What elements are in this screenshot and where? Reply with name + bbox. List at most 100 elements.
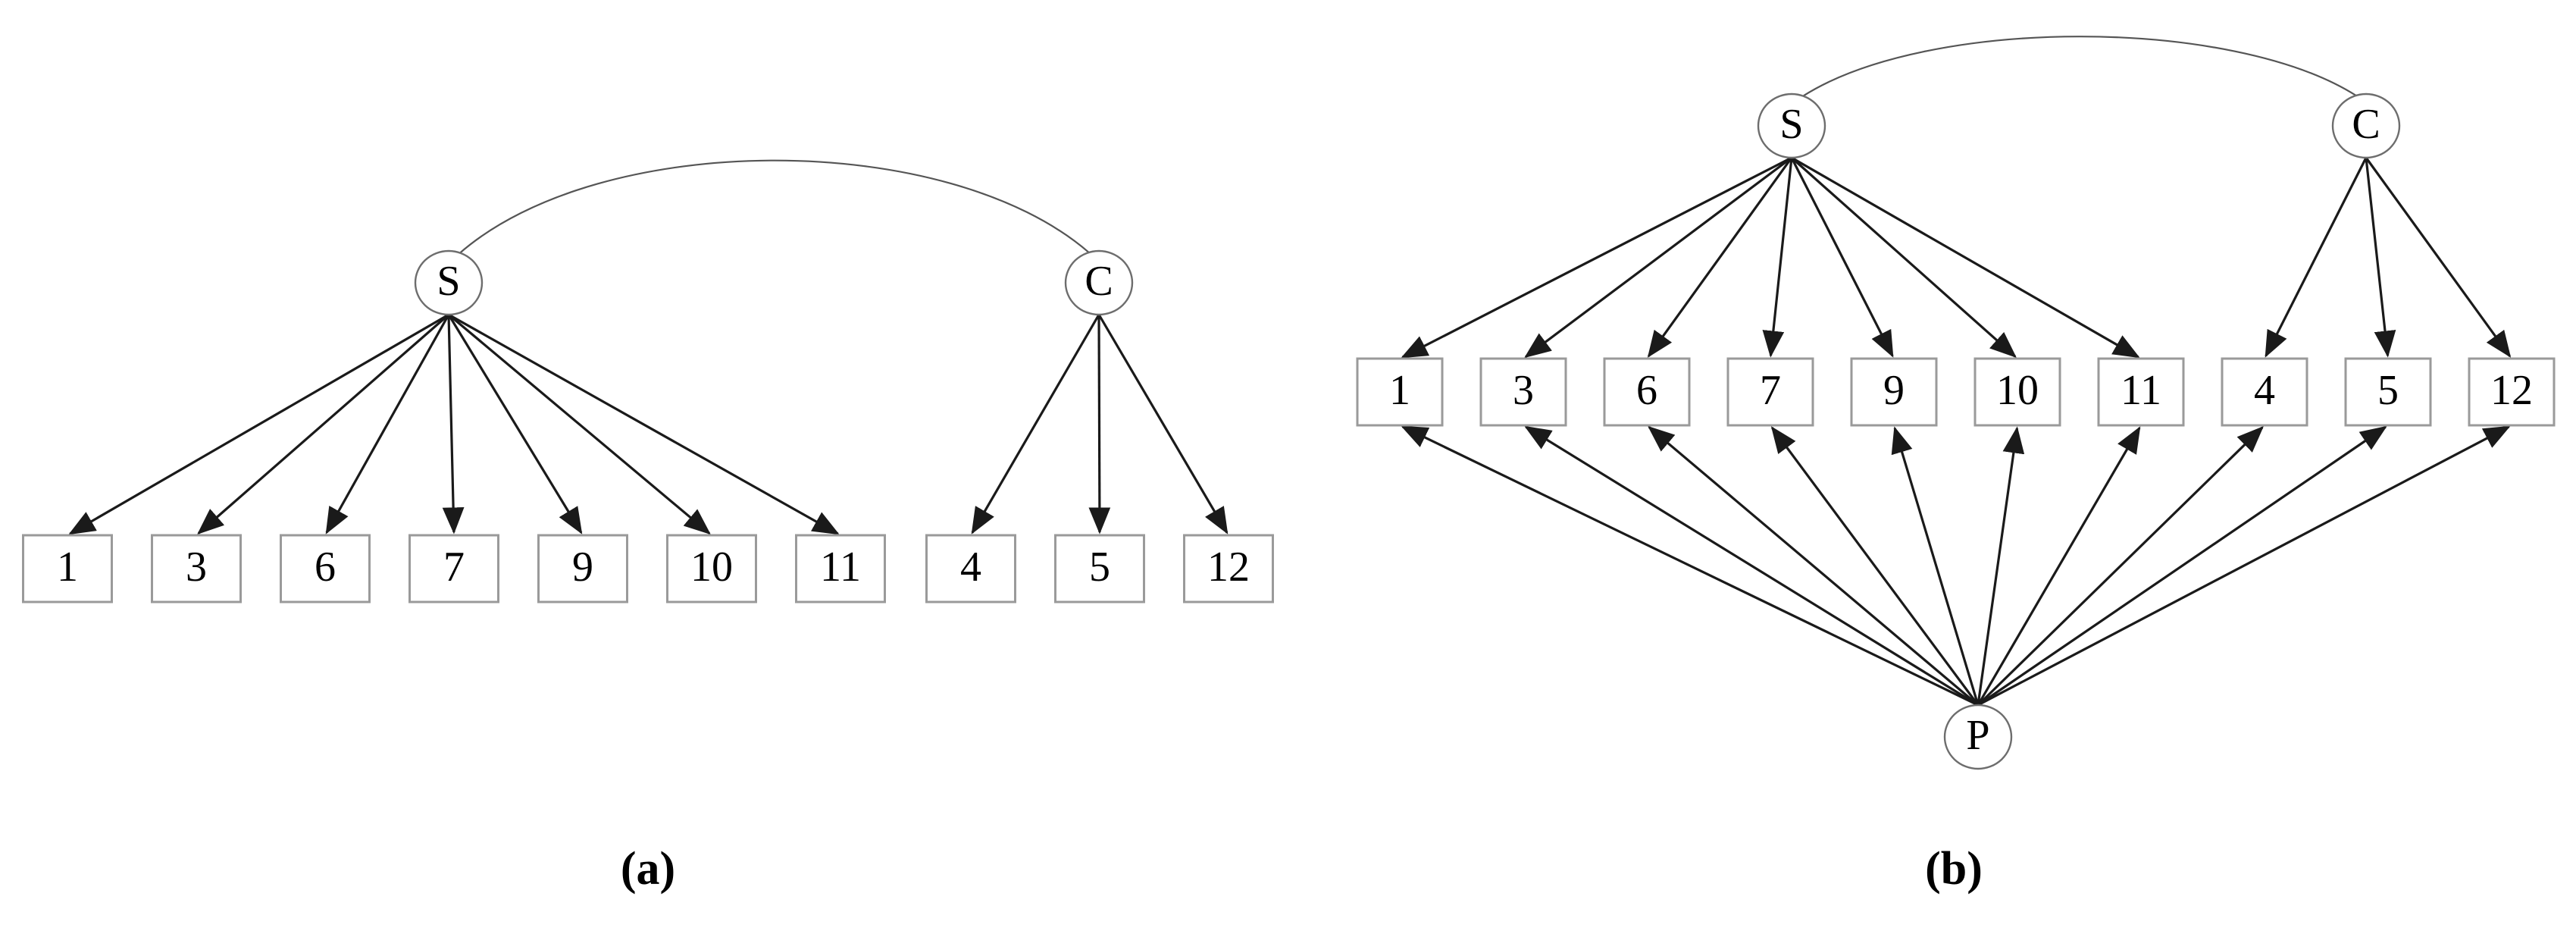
edge-P-to-7 bbox=[1770, 426, 1980, 706]
edge-S-to-3 bbox=[197, 313, 450, 535]
edge-P-to-4 bbox=[1977, 426, 2264, 707]
ellipse-outline-S bbox=[1757, 92, 1826, 159]
ellipse-label-S: S bbox=[1779, 101, 1803, 148]
box-node-5[interactable]: 5 bbox=[1054, 534, 1145, 603]
edge-P-to-10 bbox=[1977, 426, 2025, 706]
box-node-12[interactable]: 12 bbox=[2468, 357, 2556, 427]
box-label-12: 12 bbox=[2490, 367, 2533, 414]
box-node-7[interactable]: 7 bbox=[408, 534, 499, 603]
edge-P-to-12 bbox=[1977, 425, 2511, 707]
box-label-1: 1 bbox=[1389, 367, 1410, 414]
box-node-10[interactable]: 10 bbox=[1973, 357, 2061, 427]
box-label-6: 6 bbox=[1636, 367, 1657, 414]
panel-b: 1 3 6 7 9 10 11 4 5 12 S C P (b) bbox=[1356, 36, 2556, 895]
box-node-11[interactable]: 11 bbox=[2097, 357, 2185, 427]
box-outline-4 bbox=[925, 534, 1016, 603]
box-node-4[interactable]: 4 bbox=[925, 534, 1016, 603]
box-node-9[interactable]: 9 bbox=[537, 534, 628, 603]
box-outline-3 bbox=[151, 534, 242, 603]
edge-S-to-7 bbox=[1762, 157, 1793, 358]
box-outline-1 bbox=[1356, 357, 1444, 427]
box-outline-7 bbox=[1726, 357, 1814, 427]
box-node-10[interactable]: 10 bbox=[666, 534, 757, 603]
box-label-4: 4 bbox=[960, 544, 981, 591]
edge-C-to-4 bbox=[971, 314, 1100, 534]
box-label-11: 11 bbox=[2121, 367, 2161, 414]
box-outline-10 bbox=[666, 534, 757, 603]
ellipse-outline-P bbox=[1943, 704, 2013, 770]
box-label-10: 10 bbox=[1996, 367, 2039, 414]
box-outline-9 bbox=[1850, 357, 1938, 427]
edge-S-to-3 bbox=[1524, 156, 1792, 359]
box-node-4[interactable]: 4 bbox=[2221, 357, 2308, 427]
edge-P-to-5 bbox=[1977, 425, 2387, 707]
ellipse-outline-C bbox=[2331, 92, 2401, 159]
box-label-9: 9 bbox=[572, 544, 593, 591]
box-outline-5 bbox=[1054, 534, 1145, 603]
box-node-3[interactable]: 3 bbox=[151, 534, 242, 603]
edge-S-to-10 bbox=[1790, 156, 2017, 359]
box-node-5[interactable]: 5 bbox=[2344, 357, 2432, 427]
box-outline-12 bbox=[1183, 534, 1274, 603]
edge-S-to-7 bbox=[442, 314, 465, 534]
box-outline-3 bbox=[1479, 357, 1567, 427]
ellipse-node-C[interactable]: C bbox=[1064, 249, 1134, 316]
edge-S-to-11 bbox=[1791, 156, 2140, 359]
edge-S-to-6 bbox=[1647, 157, 1793, 358]
ellipse-label-C: C bbox=[1085, 258, 1113, 305]
edge-P-to-1 bbox=[1401, 425, 1979, 707]
box-node-7[interactable]: 7 bbox=[1726, 357, 1814, 427]
box-outline-11 bbox=[795, 534, 886, 603]
box-label-11: 11 bbox=[820, 544, 861, 591]
ellipse-label-S: S bbox=[437, 258, 460, 305]
panel-caption-a: (a) bbox=[621, 843, 675, 895]
box-outline-6 bbox=[1603, 357, 1691, 427]
ellipse-node-C[interactable]: C bbox=[2331, 92, 2401, 159]
box-outline-12 bbox=[2468, 357, 2556, 427]
edge-S-to-9 bbox=[1790, 157, 1894, 358]
box-label-5: 5 bbox=[1089, 544, 1110, 591]
box-label-9: 9 bbox=[1883, 367, 1905, 414]
edge-S-to-10 bbox=[447, 313, 711, 535]
box-node-1[interactable]: 1 bbox=[1356, 357, 1444, 427]
box-node-9[interactable]: 9 bbox=[1850, 357, 1938, 427]
ellipse-label-P: P bbox=[1966, 712, 1989, 759]
box-outline-7 bbox=[408, 534, 499, 603]
edge-C-to-12 bbox=[2365, 157, 2512, 358]
box-node-3[interactable]: 3 bbox=[1479, 357, 1567, 427]
box-label-3: 3 bbox=[1513, 367, 1534, 414]
box-node-12[interactable]: 12 bbox=[1183, 534, 1274, 603]
box-outline-1 bbox=[22, 534, 113, 603]
box-node-6[interactable]: 6 bbox=[1603, 357, 1691, 427]
box-label-4: 4 bbox=[2254, 367, 2275, 414]
panel-caption-b: (b) bbox=[1925, 843, 1983, 895]
box-label-3: 3 bbox=[186, 544, 207, 591]
box-node-1[interactable]: 1 bbox=[22, 534, 113, 603]
box-label-7: 7 bbox=[443, 544, 465, 591]
box-label-12: 12 bbox=[1207, 544, 1250, 591]
edge-C-to-4 bbox=[2265, 157, 2368, 358]
box-label-1: 1 bbox=[57, 544, 78, 591]
ellipse-node-S[interactable]: S bbox=[1757, 92, 1826, 159]
edge-C-to-5 bbox=[2365, 157, 2396, 358]
edge-S-to-11 bbox=[448, 313, 840, 535]
box-outline-6 bbox=[280, 534, 371, 603]
ellipse-outline-S bbox=[414, 249, 484, 316]
edge-curve-S-C bbox=[1801, 36, 2357, 98]
box-node-11[interactable]: 11 bbox=[795, 534, 886, 603]
edge-P-to-9 bbox=[1891, 426, 1980, 706]
ellipse-outline-C bbox=[1064, 249, 1134, 316]
box-label-6: 6 bbox=[315, 544, 336, 591]
box-outline-10 bbox=[1973, 357, 2061, 427]
panel-a: 1 3 6 7 9 10 11 4 5 12 S C (a) bbox=[22, 159, 1274, 895]
edge-S-to-1 bbox=[1401, 156, 1792, 359]
box-node-6[interactable]: 6 bbox=[280, 534, 371, 603]
edge-S-to-6 bbox=[325, 314, 450, 534]
edge-P-to-3 bbox=[1524, 425, 1979, 707]
box-outline-4 bbox=[2221, 357, 2308, 427]
ellipse-node-S[interactable]: S bbox=[414, 249, 484, 316]
edge-C-to-5 bbox=[1088, 314, 1111, 534]
ellipse-node-P[interactable]: P bbox=[1943, 704, 2013, 770]
